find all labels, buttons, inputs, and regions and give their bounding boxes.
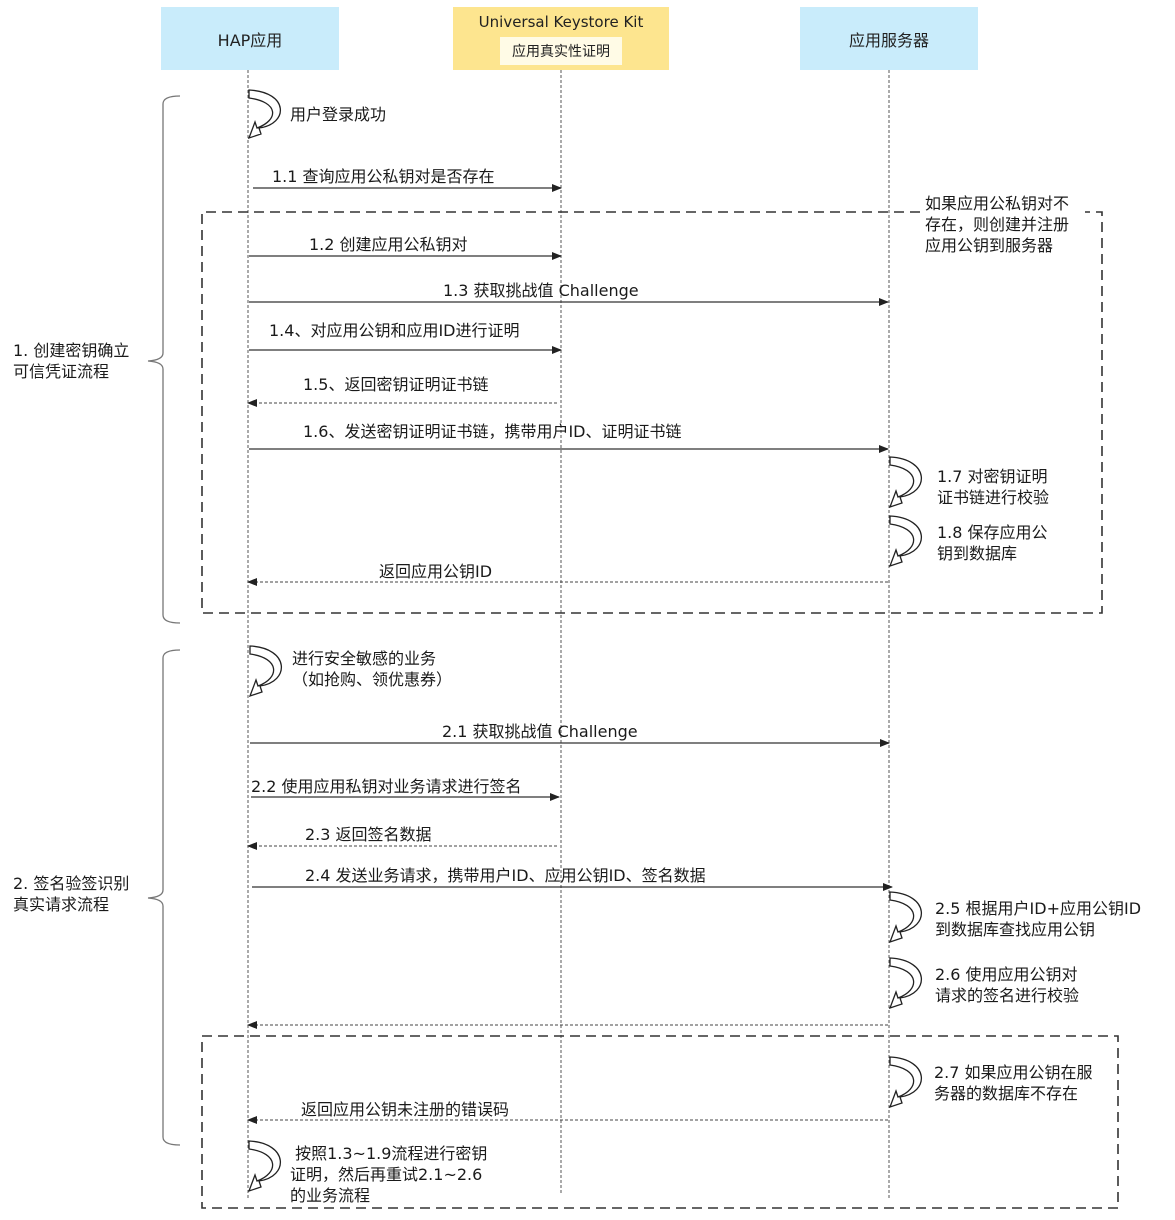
self-arrow-retry — [247, 1140, 282, 1193]
message-2-1: 2.1 获取挑战值 Challenge — [442, 722, 638, 741]
self-message-2-6: 2.6 使用应用公钥对 请求的签名进行校验 — [935, 965, 1080, 1005]
self-message-business: 进行安全敏感的业务 （如抢购、领优惠券） — [292, 649, 453, 689]
self-message-2-7: 2.7 如果应用公钥在服 务器的数据库不存在 — [934, 1063, 1093, 1103]
self-message-1-8: 1.8 保存应用公 钥到数据库 — [937, 523, 1048, 563]
participant-hap-app: HAP应用 — [161, 7, 339, 70]
self-arrow-business — [248, 645, 283, 698]
message-1-9: 返回应用公钥ID — [379, 562, 493, 581]
message-1-6: 1.6、发送密钥证明证书链，携带用户ID、证明证书链 — [303, 422, 682, 441]
self-arrow-1-7 — [888, 456, 923, 509]
participant-app-server: 应用服务器 — [800, 7, 978, 70]
message-1-2: 1.2 创建应用公私钥对 — [309, 235, 468, 254]
message-2-4: 2.4 发送业务请求，携带用户ID、应用公钥ID、签名数据 — [305, 866, 706, 885]
message-1-5: 1.5、返回密钥证明证书链 — [303, 375, 489, 394]
opt-box-1 — [201, 211, 1103, 614]
self-message-retry: 按照1.3~1.9流程进行密钥 证明，然后再重试2.1~2.6 的业务流程 — [290, 1144, 488, 1205]
self-arrow-2-5 — [888, 891, 923, 944]
message-1-1: 1.1 查询应用公私钥对是否存在 — [272, 167, 495, 186]
self-message-login: 用户登录成功 — [290, 105, 387, 124]
participant-sublabel: 应用真实性证明 — [500, 36, 622, 65]
self-message-2-5: 2.5 根据用户ID+应用公钥ID 到数据库查找应用公钥 — [935, 899, 1142, 939]
group-label-2: 2. 签名验签识别 真实请求流程 — [13, 874, 130, 914]
group-brace-1 — [147, 95, 181, 624]
message-2-3: 2.3 返回签名数据 — [305, 825, 432, 844]
opt-note-1: 如果应用公私钥对不 存在，则创建并注册 应用公钥到服务器 — [923, 193, 1072, 256]
message-1-4: 1.4、对应用公钥和应用ID进行证明 — [269, 321, 520, 340]
participant-universal-keystore-kit: Universal Keystore Kit 应用真实性证明 — [453, 7, 669, 70]
message-2-2: 2.2 使用应用私钥对业务请求进行签名 — [251, 777, 522, 796]
self-arrow-2-7 — [888, 1056, 923, 1109]
group-brace-2 — [147, 649, 181, 1146]
self-arrow-login — [247, 89, 282, 140]
self-arrow-2-6 — [888, 957, 923, 1010]
participant-label: HAP应用 — [217, 30, 283, 50]
participant-label: 应用服务器 — [848, 30, 929, 50]
self-message-1-7: 1.7 对密钥证明 证书链进行校验 — [937, 467, 1050, 507]
participant-label: Universal Keystore Kit — [478, 12, 644, 31]
message-1-3: 1.3 获取挑战值 Challenge — [443, 281, 639, 300]
self-arrow-1-8 — [888, 515, 923, 568]
opt-box-2 — [201, 1035, 1119, 1209]
message-2-error: 返回应用公钥未注册的错误码 — [301, 1100, 510, 1119]
group-label-1: 1. 创建密钥确立 可信凭证流程 — [13, 341, 130, 381]
